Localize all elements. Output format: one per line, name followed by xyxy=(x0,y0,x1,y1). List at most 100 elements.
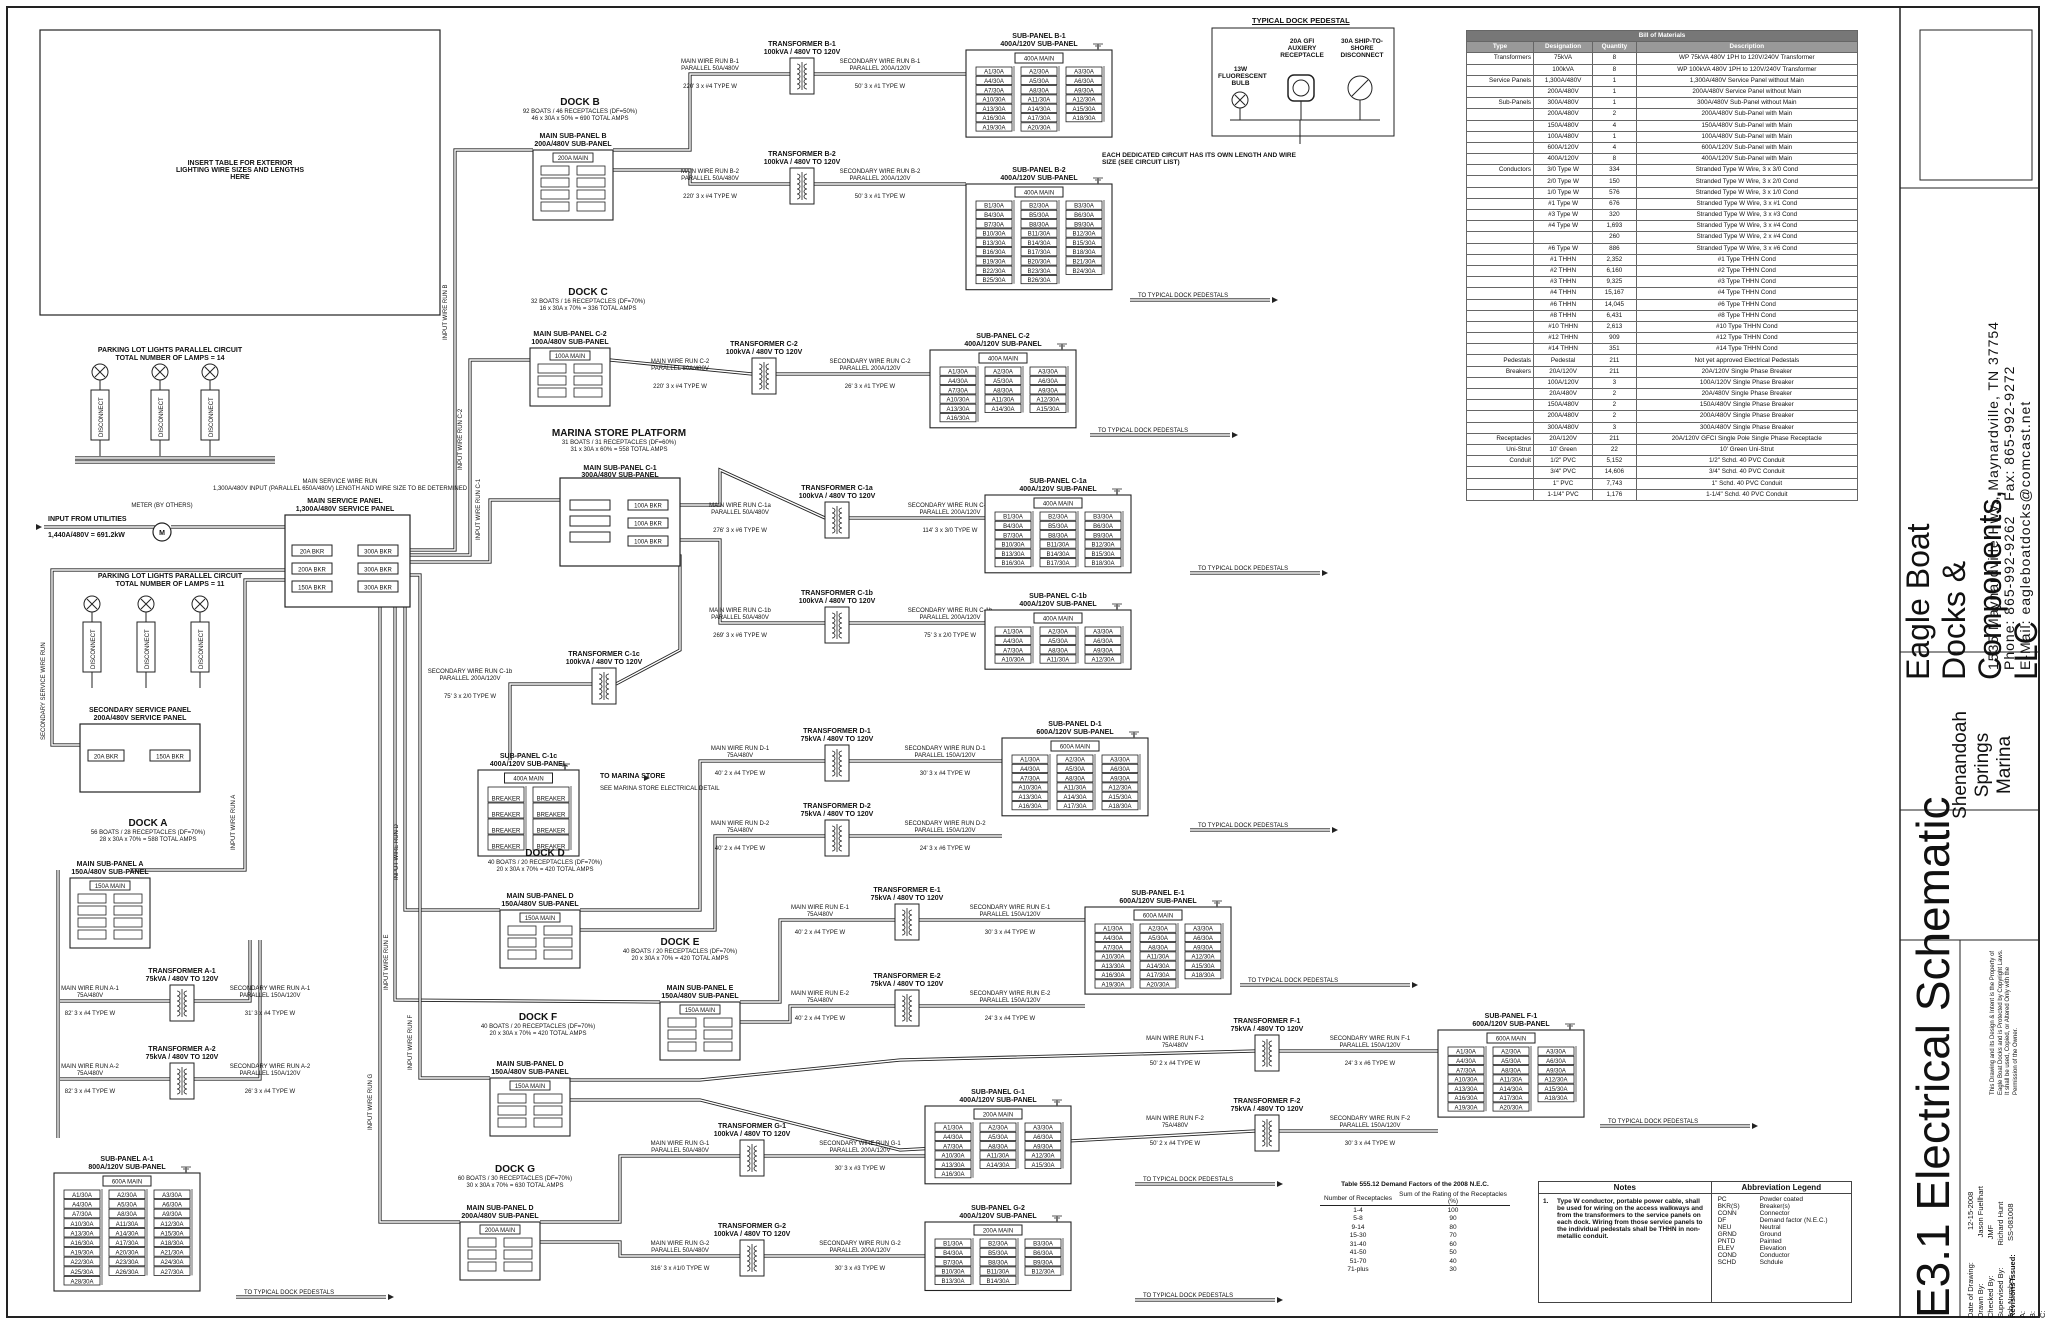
breaker-slot xyxy=(1447,1046,1485,1056)
main-breaker xyxy=(1033,497,1083,509)
bom-cell: 1-1/4" Schd. 40 PVC Conduit xyxy=(1635,488,1859,501)
breaker-label: B24/30A xyxy=(1072,269,1095,275)
main-wire-run-label: MAIN WIRE RUN C-2 xyxy=(651,359,710,365)
bom-cell: 1 xyxy=(1592,74,1637,87)
meter-label: METER (BY OTHERS) xyxy=(131,503,192,509)
breaker-label: B11/30A xyxy=(987,1270,1010,1276)
breaker-label: A4/30A xyxy=(1456,1059,1476,1065)
breaker-slot xyxy=(576,165,606,176)
arrow-icon xyxy=(36,524,42,530)
abbrev-row: BKR(S)Breaker(s) xyxy=(1718,1203,1845,1210)
breaker-label: A16/30A xyxy=(1454,1096,1477,1102)
breaker-label: A14/30A xyxy=(1027,107,1050,113)
breaker-slot xyxy=(979,1131,1017,1142)
breaker-slot xyxy=(1492,1055,1530,1066)
secondary-wire-par-label: PARALLEL 200A/120V xyxy=(829,1248,890,1254)
bom-cell: #6 Type THHN Cond xyxy=(1635,298,1859,311)
breaker-slot xyxy=(984,366,1022,376)
breaker-slot xyxy=(1024,1257,1062,1267)
secondary-wire-par-label: PARALLEL 200A/120V xyxy=(849,176,910,182)
mainpanel-name: MAIN SUB-PANEL D xyxy=(506,893,573,900)
breaker-slot xyxy=(153,1247,191,1257)
bom-cell: 20A/120V xyxy=(1533,365,1594,378)
dock-total-amps: 31 x 30A x 60% = 558 TOTAL AMPS xyxy=(570,447,667,453)
bom-cell: Not yet approved Electrical Pedestals xyxy=(1635,354,1859,367)
bom-cell: 9,325 xyxy=(1592,276,1637,289)
job-number-value: SS-081008 xyxy=(2006,1203,2015,1241)
breaker-slot xyxy=(576,189,606,200)
breaker-slot xyxy=(1084,548,1122,558)
to-pedestals-label: TO TYPICAL DOCK PEDESTALS xyxy=(1143,1293,1233,1299)
breaker-slot xyxy=(1020,209,1058,220)
breaker-slot xyxy=(1139,970,1177,980)
breaker-slot xyxy=(975,237,1013,247)
to-pedestals-label: TO TYPICAL DOCK PEDESTALS xyxy=(1098,428,1188,434)
dock-name: DOCK C xyxy=(568,287,607,298)
bom-cell: #4 Type W xyxy=(1533,220,1594,233)
breaker-slot xyxy=(1537,1083,1575,1093)
bom-cell: Stranded Type W Wire, 3 x #6 Cond xyxy=(1635,242,1859,255)
breaker-label: A11/30A xyxy=(1047,658,1070,664)
breaker-slot xyxy=(1011,763,1049,773)
wire xyxy=(285,588,500,912)
coil-icon xyxy=(183,1010,188,1017)
bom-cell: 150A/480V xyxy=(1533,119,1594,132)
bom-cell: Service Panels xyxy=(1465,74,1535,87)
breaker-slot xyxy=(1537,1074,1575,1084)
demand-cell: 40 xyxy=(1449,1257,1457,1265)
to-pedestals-label: TO TYPICAL DOCK PEDESTALS xyxy=(1143,1177,1233,1183)
breaker-label: A2/30A xyxy=(1029,70,1049,76)
breaker-slot xyxy=(1020,85,1058,95)
breaker-label: BREAKER xyxy=(492,828,521,834)
bom-cell: 200A/480V Single Phase Breaker xyxy=(1635,410,1859,423)
dock-receptacles: 40 BOATS / 20 RECEPTACLES (DF=70%) xyxy=(488,860,602,866)
company-address: 1535 Maynardville Hwy., Maynardville, TN… xyxy=(1985,321,2001,670)
breaker-label: 150A BKR xyxy=(298,586,326,592)
bom-cell: 334 xyxy=(1592,164,1637,177)
breaker-slot xyxy=(63,1247,101,1257)
wire-spec-label: 31' 3 x #4 TYPE W xyxy=(245,1011,296,1017)
breaker-slot xyxy=(1024,1159,1062,1169)
bom-cell: Stranded Type W Wire, 3 x #3 Cond xyxy=(1635,208,1859,222)
bom-cell: 2 xyxy=(1592,399,1637,412)
subpanel-rating: 400A/120V SUB-PANEL xyxy=(959,1213,1037,1220)
wire-spec-label: 220' 3 x #4 TYPE W xyxy=(683,84,737,90)
breaker-slot xyxy=(108,1208,146,1219)
breaker-slot xyxy=(569,499,611,511)
breaker-label: A7/30A xyxy=(1003,648,1023,654)
breaker-slot xyxy=(1094,942,1132,952)
breaker-label: A19/30A xyxy=(1101,983,1124,989)
breaker-slot xyxy=(703,1029,733,1040)
bom-cell xyxy=(1465,130,1535,143)
pedestal-wiring xyxy=(1230,100,1380,144)
breaker-slot xyxy=(533,1105,563,1116)
demand-table-title: Table 555.12 Demand Factors of the 2008 … xyxy=(1341,1181,1489,1188)
breaker-label: A11/30A xyxy=(1064,786,1087,792)
breaker-label: A1/30A xyxy=(948,370,968,376)
breaker-label: A8/30A xyxy=(117,1212,137,1218)
main-breaker-label: 100A MAIN xyxy=(555,354,585,360)
main-wire-run-label: MAIN WIRE RUN B-1 xyxy=(681,59,740,65)
transformer-rating: 100kVA / 480V TO 120V xyxy=(799,598,876,605)
breaker-slot xyxy=(1065,265,1103,275)
transformer-rating: 75kVA / 480V TO 120V xyxy=(801,811,874,818)
breaker-slot xyxy=(934,1131,972,1142)
breaker-label: B10/30A xyxy=(1001,543,1024,549)
breaker-label: 100A BKR xyxy=(634,522,662,528)
bom-cell: 1/2" Schd. 40 PVC Conduit xyxy=(1635,455,1859,468)
main-breaker-label: 200A MAIN xyxy=(485,1228,515,1234)
breaker-label: A8/30A xyxy=(988,1144,1008,1150)
transformer-rating: 75kVA / 480V TO 120V xyxy=(1231,1106,1304,1113)
breaker-label: A6/30A xyxy=(1546,1059,1566,1065)
dock-name: MARINA STORE PLATFORM xyxy=(552,428,686,439)
breaker-label: A27/30A xyxy=(160,1270,183,1276)
bom-cell: 6,431 xyxy=(1592,309,1637,322)
